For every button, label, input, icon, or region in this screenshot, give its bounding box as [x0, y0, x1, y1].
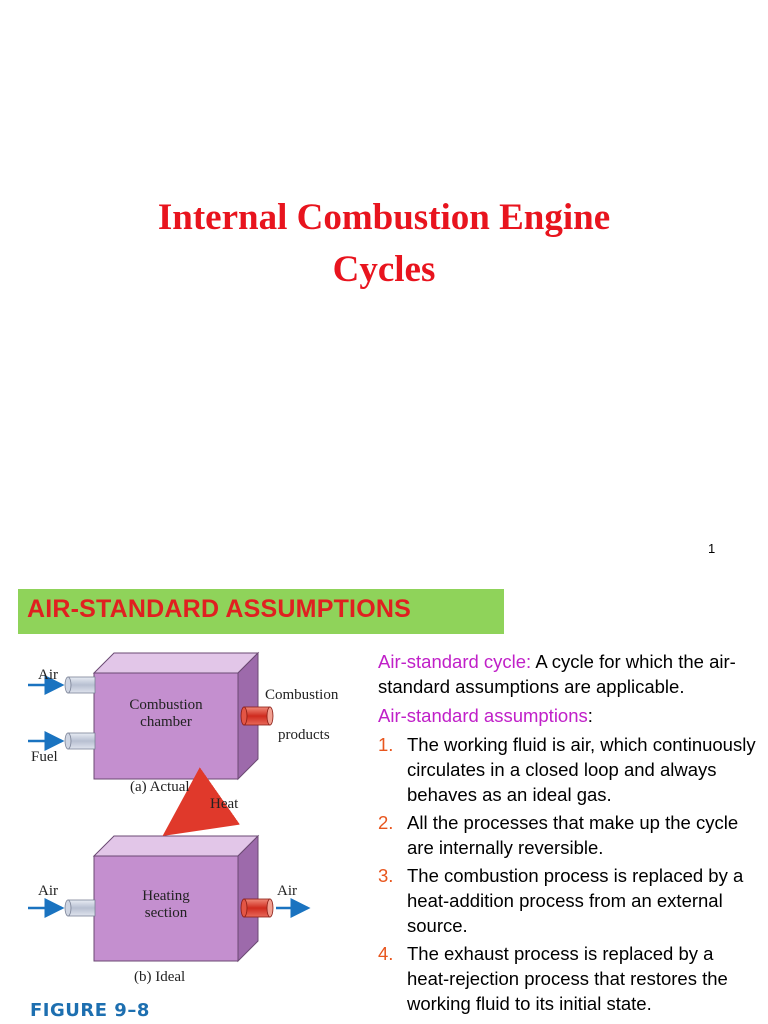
list-text: The exhaust process is replaced by a hea…	[407, 943, 728, 1014]
figure-actual-vs-ideal: Air Fuel Combustion chamber Combustion p…	[18, 643, 358, 1023]
air-out-label: Air	[277, 883, 297, 899]
figure-number: FIGURE 9–8	[30, 1000, 150, 1021]
list-item: 3. The combustion process is replaced by …	[378, 863, 758, 938]
section-label-line-1: Heating	[142, 888, 190, 904]
combustion-outlet-pipe	[240, 706, 274, 726]
list-text: The working fluid is air, which continuo…	[407, 734, 756, 805]
definition-term: Air-standard cycle:	[378, 651, 532, 672]
ideal-caption: (b) Ideal	[134, 969, 186, 985]
list-item: 1. The working fluid is air, which contin…	[378, 732, 758, 807]
heat-arrow-icon	[162, 767, 240, 837]
assumptions-slide: AIR-STANDARD ASSUMPTIONS	[0, 565, 768, 1024]
assumptions-text: Air-standard cycle: A cycle for which th…	[378, 649, 758, 1019]
heat-label: Heat	[210, 796, 239, 812]
list-number: 2.	[378, 812, 394, 833]
list-text: The combustion process is replaced by a …	[407, 865, 744, 936]
assumptions-term: Air-standard assumptions	[378, 705, 588, 726]
slide-title-line-1: Internal Combustion Engine	[157, 197, 611, 238]
air-label: Air	[38, 667, 58, 683]
combustion-products-label-1: Combustion	[265, 687, 339, 703]
section-label-line-2: section	[144, 905, 188, 921]
list-item: 4. The exhaust process is replaced by a h…	[378, 941, 758, 1016]
page-number: 1	[708, 541, 716, 556]
figure-drawing	[28, 651, 311, 963]
air-outlet-pipe-ideal	[240, 898, 311, 918]
combustion-chamber-box	[92, 651, 260, 781]
slide-title-line-2: Cycles	[332, 249, 436, 290]
air-in-label: Air	[38, 883, 58, 899]
fuel-inlet-pipe	[28, 731, 96, 751]
assumptions-heading: Air-standard assumptions:	[378, 703, 758, 728]
assumptions-colon: :	[587, 705, 593, 726]
air-inlet-pipe	[28, 675, 96, 695]
combustion-products-label-2: products	[278, 727, 330, 743]
title-slide: Internal Combustion Engine Cycles 1	[0, 192, 768, 556]
list-item: 2. All the processes that make up the cyc…	[378, 810, 758, 860]
chamber-label-line-2: chamber	[140, 714, 192, 730]
section-banner: AIR-STANDARD ASSUMPTIONS	[18, 589, 504, 634]
definition-text: A cycle for which the air-standard assum…	[378, 651, 736, 697]
assumptions-list: 1. The working fluid is air, which contin…	[378, 732, 758, 1016]
list-number: 3.	[378, 865, 394, 886]
definition-paragraph: Air-standard cycle: A cycle for which th…	[378, 649, 758, 699]
slide-title: Internal Combustion Engine Cycles	[0, 192, 768, 296]
combustion-chamber-label: Combustion chamber	[124, 697, 208, 731]
air-inlet-pipe-ideal	[28, 898, 96, 918]
list-text: All the processes that make up the cycle…	[407, 812, 739, 858]
actual-caption: (a) Actual	[130, 779, 190, 795]
fuel-label: Fuel	[31, 749, 58, 765]
list-number: 1.	[378, 734, 394, 755]
heating-section-box	[92, 834, 260, 963]
heating-section-label: Heating section	[124, 888, 208, 922]
banner-title: AIR-STANDARD ASSUMPTIONS	[27, 595, 411, 623]
list-number: 4.	[378, 943, 394, 964]
chamber-label-line-1: Combustion	[129, 697, 203, 713]
